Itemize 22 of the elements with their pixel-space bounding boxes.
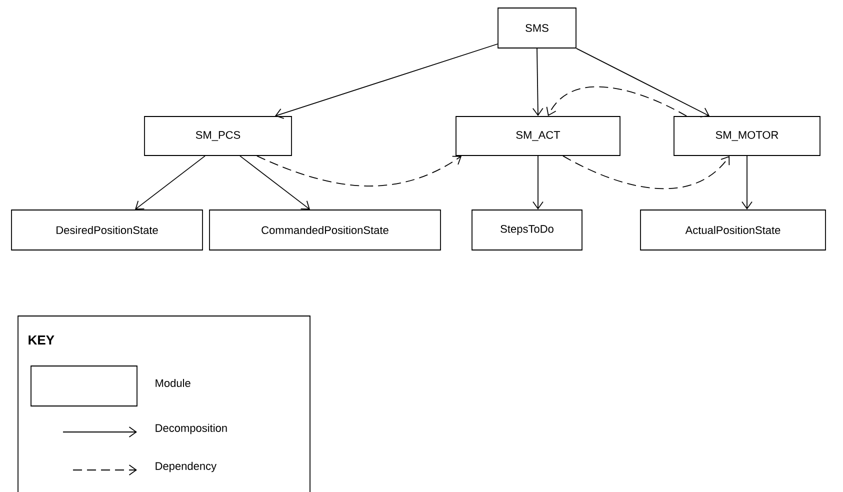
module-box: SM_PCS (144, 116, 292, 156)
module-box: StepsToDo (472, 210, 582, 250)
module-box: SM_MOTOR (674, 116, 820, 156)
arrow (240, 156, 310, 210)
arrow (576, 48, 710, 118)
module-box: CommandedPositionState (209, 210, 441, 250)
arrow (532, 48, 544, 116)
key-heading: KEY (28, 336, 54, 344)
legend-label: Module (156, 378, 190, 388)
legend-label: Dependency (156, 462, 217, 472)
arrow (274, 44, 498, 119)
module-box: ActualPositionState (640, 210, 826, 250)
arrow (532, 156, 544, 210)
arrow (562, 156, 730, 190)
arrow (135, 156, 206, 210)
module-box: DesiredPositionState (11, 210, 203, 250)
arrow (742, 156, 752, 210)
arrow (256, 156, 462, 186)
module-box: SMS (498, 8, 576, 48)
legend-label: Decomposition (156, 424, 227, 434)
module-box: SM_ACT (456, 116, 620, 156)
arrow (546, 86, 687, 116)
